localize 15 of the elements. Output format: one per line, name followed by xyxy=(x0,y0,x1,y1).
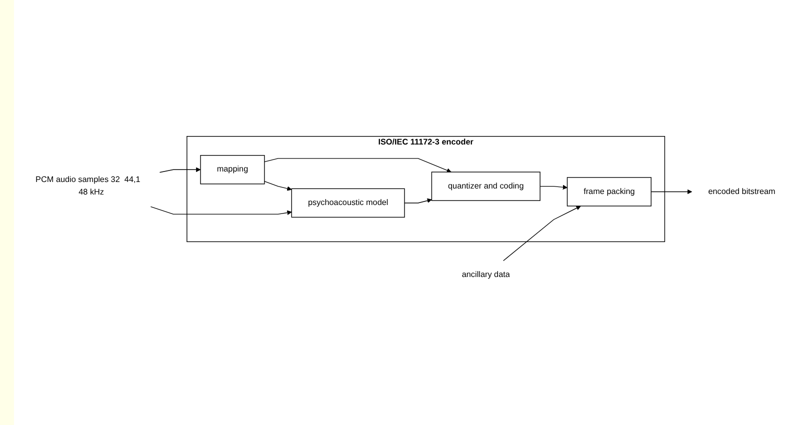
arrow xyxy=(540,184,568,190)
node-box: mapping xyxy=(200,154,265,184)
arrow xyxy=(159,166,201,172)
node-box: psychoacoustic model xyxy=(291,188,405,218)
node-text: ancillary data xyxy=(462,270,510,279)
arrow xyxy=(404,198,432,203)
arrow xyxy=(150,206,292,215)
node-text: encoded bitstream xyxy=(708,186,776,196)
arrow xyxy=(264,180,292,191)
node-text: PCM audio samples 32 44,1 48 kHz xyxy=(36,174,140,196)
arrow xyxy=(650,189,692,194)
node-box: quantizer and coding xyxy=(431,171,540,201)
node-box: frame packing xyxy=(566,176,652,206)
arrow xyxy=(503,205,581,261)
arrow xyxy=(264,158,452,172)
